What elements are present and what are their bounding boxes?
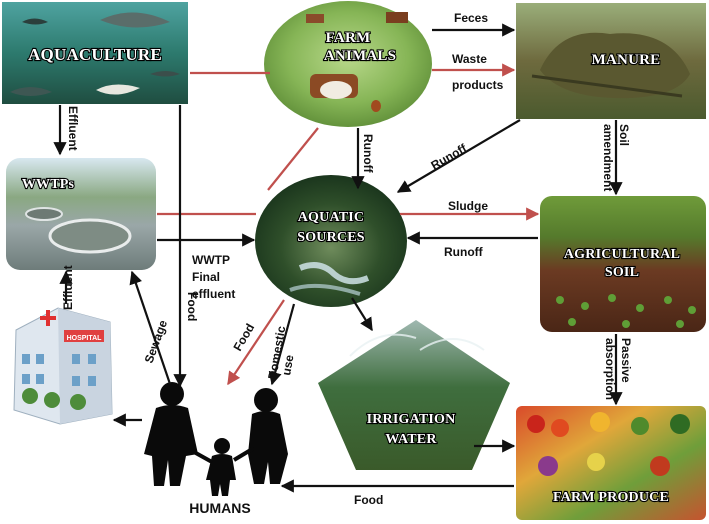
arrow-runoff-manure	[396, 119, 521, 193]
sprinkler-spray-icon	[349, 333, 485, 357]
irrigation-water-label-line2: WATER	[385, 432, 437, 447]
agricultural-soil-label: AGRICULTURAL	[564, 247, 680, 262]
stream-icon	[289, 283, 361, 296]
tree-icons	[22, 388, 86, 410]
clarifier-tank-icon	[25, 207, 63, 221]
sewage-label: Sewage	[142, 318, 171, 365]
arrow-domestic-use	[268, 303, 296, 386]
fish-icon	[22, 18, 48, 25]
chicken-icon	[371, 100, 381, 112]
arrow-aquatic-irrigation	[351, 297, 373, 332]
wheelbarrow-icon	[531, 74, 683, 98]
passive-absorption-label-line2: absorption	[603, 338, 617, 400]
aquatic-sources-label-line2: SOURCES	[297, 230, 365, 245]
farm-animals-label-line2: ANIMALS	[324, 48, 396, 64]
arrow-sewage	[129, 270, 172, 385]
wwtps-label: WWTPs	[22, 177, 75, 192]
produce-icons	[527, 412, 690, 476]
aquaculture-label: AQUACULTURE	[28, 45, 162, 64]
farm-animals-image	[264, 1, 432, 127]
food-aquaculture-label: Food	[185, 292, 199, 321]
hospital-sign-icon	[64, 330, 104, 342]
manure-node: MANURE	[516, 3, 706, 119]
fish-icon	[150, 71, 180, 77]
irrigation-water-label-line1: IRRIGATION	[367, 412, 456, 427]
food-produce-label: Food	[354, 493, 383, 507]
agricultural-soil-node: AGRICULTURAL SOIL	[540, 196, 706, 332]
farm-produce-node: FARM PRODUCE	[516, 406, 706, 520]
farm-animals-node: FARM ANIMALS	[264, 1, 432, 127]
aquatic-sources-node: AQUATIC SOURCES	[255, 175, 407, 307]
agricultural-soil-label-line2: SOIL	[605, 265, 639, 280]
passive-absorption-label-line1: Passive	[619, 338, 633, 383]
waste-products-label-line1: Waste	[452, 52, 487, 66]
wwtp-final-label-line3: effluent	[192, 287, 235, 301]
red-cross-icon	[40, 310, 56, 326]
cow-icon	[386, 12, 408, 23]
domestic-use-label-line2: use	[279, 353, 296, 376]
wwtp-final-label-line2: Final	[192, 270, 220, 284]
arrow-food-aquatic	[227, 299, 285, 386]
hospital-windows-icon	[22, 354, 96, 386]
aquatic-sources-image	[255, 175, 407, 307]
manure-label: MANURE	[592, 52, 661, 68]
runoff-soil-label: Runoff	[444, 245, 484, 259]
soil-amendment-label-line1: Soil	[617, 124, 631, 146]
seedling-icons	[556, 294, 696, 328]
aquaculture-node: AQUACULTURE	[2, 2, 188, 104]
cow-icon	[306, 14, 324, 23]
agricultural-soil-image	[540, 196, 706, 332]
sheep-icon	[320, 81, 352, 99]
wwtp-final-label-line1: WWTP	[192, 253, 230, 267]
soil-amendment-label-line2: amendment	[601, 124, 615, 191]
aquatic-sources-label-line1: AQUATIC	[298, 210, 364, 225]
sludge-label: Sludge	[448, 199, 488, 213]
farm-produce-label: FARM PRODUCE	[553, 490, 669, 505]
runoff-farm-label: Runoff	[361, 134, 375, 174]
fish-icon	[10, 87, 52, 96]
humans-label: HUMANS	[189, 500, 250, 516]
arrows	[53, 23, 623, 493]
clarifier-tank-icon	[48, 218, 132, 254]
hospital-sign-text: HOSPITAL	[67, 335, 103, 342]
food-aquatic-label: Food	[230, 321, 257, 353]
irrigation-water-image	[318, 320, 510, 470]
feces-label: Feces	[454, 11, 488, 25]
arrow-farm-aquatic-red	[267, 127, 319, 191]
effluent-aquaculture-label: Effluent	[66, 106, 80, 151]
shark-icon	[100, 12, 170, 28]
effluent-hospital-label: Effluent	[61, 265, 75, 310]
white-fish-icon	[96, 84, 140, 95]
hospital-side-icon	[58, 308, 112, 424]
waste-products-label-line2: products	[452, 78, 504, 92]
farm-animals-label-line1: FARM	[326, 30, 371, 46]
hospital-node: HOSPITAL	[13, 307, 113, 425]
wwtps-node: WWTPs	[6, 158, 156, 270]
humans-silhouette-icon	[144, 382, 288, 496]
stream-icon	[298, 262, 370, 285]
runoff-manure-label: Runoff	[429, 141, 470, 173]
irrigation-water-node: IRRIGATION WATER	[318, 320, 510, 470]
